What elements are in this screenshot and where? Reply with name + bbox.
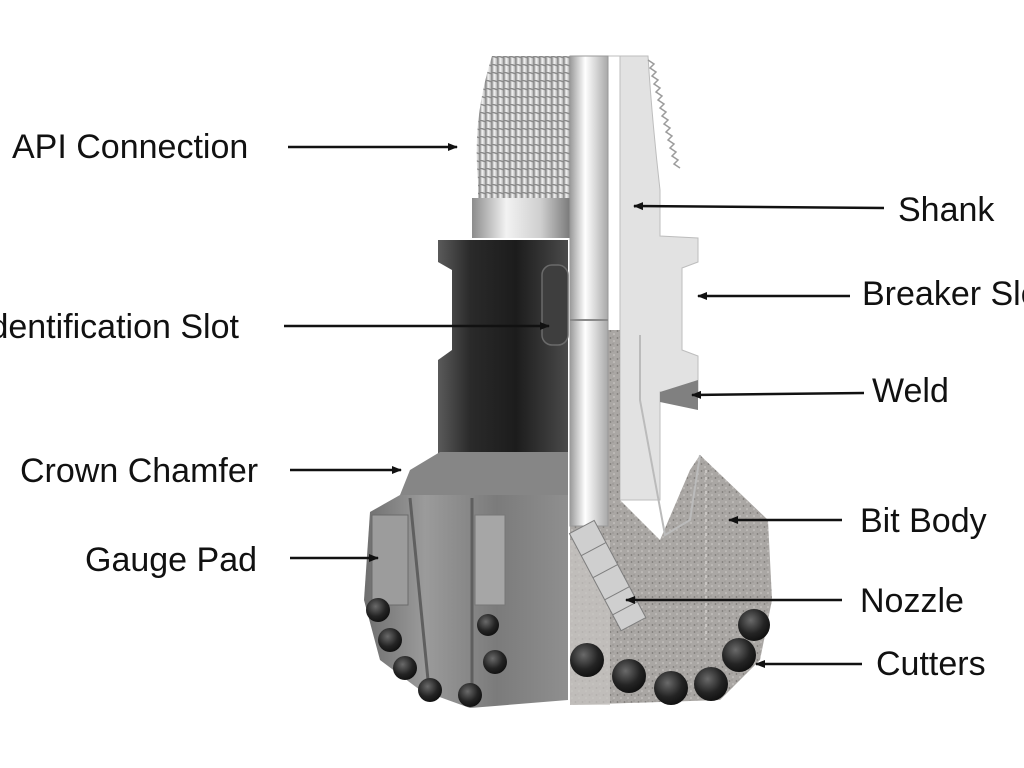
cutter (570, 643, 604, 677)
cutter (722, 638, 756, 672)
shank-arrow (633, 202, 885, 211)
api-thread (476, 56, 570, 200)
weld-bead (660, 380, 698, 410)
shank-section (608, 55, 699, 501)
cutter (612, 659, 646, 693)
steel-core-outline (639, 335, 701, 537)
leader-arrows (284, 143, 885, 668)
box-thread-serrations (647, 59, 681, 169)
label-cutters: Cutters (876, 645, 986, 683)
bit-cutaway (568, 55, 772, 705)
label-bit-body: Bit Body (860, 502, 987, 540)
pin-neck (472, 198, 570, 238)
crown-chamfer-band (400, 452, 568, 495)
gauge-pad-face (371, 514, 409, 606)
cutter (738, 609, 770, 641)
ext-cutter (477, 614, 499, 636)
label-shank: Shank (898, 191, 995, 229)
label-weld: Weld (872, 372, 949, 410)
cutter (654, 671, 688, 705)
ext-cutter (393, 656, 417, 680)
label-nozzle: Nozzle (860, 582, 964, 620)
label-gauge-pad: Gauge Pad (85, 541, 257, 579)
blade-edge (408, 497, 432, 701)
ext-cutter (418, 678, 442, 702)
gauge-pad-face-2 (474, 514, 506, 606)
label-identification-slot: Identification Slot (0, 308, 239, 346)
central-bore (569, 55, 609, 527)
bit-exterior (364, 56, 570, 708)
weld-arrow (691, 390, 865, 399)
label-breaker-slot: Breaker Slot (862, 275, 1024, 313)
label-crown-chamfer: Crown Chamfer (20, 452, 258, 490)
ext-cutter (378, 628, 402, 652)
label-api-connection: API Connection (12, 128, 248, 166)
ext-cutter (458, 683, 482, 707)
labels: API Connection Identification Slot Crown… (0, 128, 1024, 683)
shank-body-dark (438, 240, 568, 455)
ext-cutter (366, 598, 390, 622)
cutter (694, 667, 728, 701)
ext-cutter (483, 650, 507, 674)
identification-slot-recess (541, 264, 569, 346)
